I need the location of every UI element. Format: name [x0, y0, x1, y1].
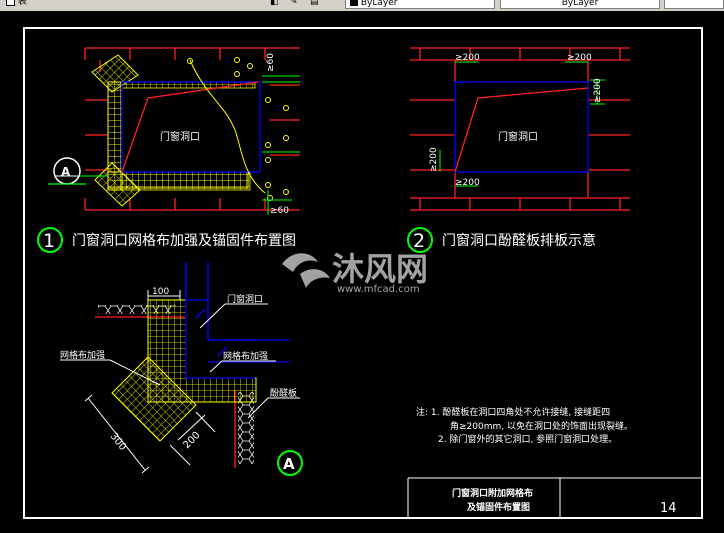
title-1-number: 1	[43, 230, 55, 252]
detail-1-wall-lines	[84, 47, 300, 211]
mesh-diagonal-bottom	[94, 162, 141, 207]
detail-1-group: ≥60 ≥60 门窗洞口 A 1 门窗洞口网格布加强及锚固件布置图	[37, 47, 300, 253]
cad-drawing: ≥60 ≥60 门窗洞口 A 1 门窗洞口网格布加强及锚固件布置图	[23, 27, 703, 519]
board-cut-line-2	[454, 87, 589, 173]
toolbar-left-label: 表	[17, 0, 27, 7]
title-1: 门窗洞口网格布加强及锚固件布置图	[72, 232, 296, 249]
dim-ge200-5: ≥200	[455, 178, 480, 188]
opening-label-1: 门窗洞口	[160, 130, 200, 143]
watermark-brand: 沐风网	[332, 250, 428, 288]
watermark-url: www.mfcad.com	[337, 284, 420, 295]
detail-2-wall-lines	[410, 47, 630, 211]
match-properties-icon[interactable]: ◧	[270, 0, 279, 7]
opening-rect-2	[454, 81, 589, 173]
detail-a-circle	[277, 450, 303, 476]
insulation-right	[238, 392, 254, 464]
dim-ge200-4: ≥200	[429, 147, 439, 172]
lineweight-dropdown[interactable]	[664, 0, 724, 9]
opening-label-3: 门窗洞口	[227, 293, 263, 305]
detail-a-dims	[84, 290, 216, 474]
sheet-title-1: 门窗洞口附加网格布	[452, 487, 533, 499]
layer-manager-icon[interactable]: ▤	[310, 0, 319, 7]
title-1-circle	[37, 227, 63, 253]
detail-a-wall-lines	[185, 262, 290, 379]
dim-ge200-3: ≥200	[593, 78, 603, 103]
dim-ge200-1: ≥200	[455, 53, 480, 63]
detail-a-label: A	[283, 455, 295, 473]
sheet-number: 14	[660, 501, 677, 516]
dim-ge60-top: ≥60	[266, 53, 276, 72]
linetype-dropdown-value: ByLayer	[561, 0, 599, 8]
board-cut-line-1	[121, 81, 259, 173]
sheet-title-2: 及锚固件布置图	[467, 501, 530, 513]
detail-a-group: 100 300 200 门窗洞口 网格布加强 网格布加强 酚醛板 A	[60, 262, 303, 476]
detail-1-dims	[262, 75, 300, 215]
layer-tool-icon[interactable]: ✎	[290, 0, 298, 7]
watermark-logo	[282, 253, 318, 272]
board-joint-curve	[189, 59, 266, 194]
toolbar-layer-control[interactable]: 表	[2, 0, 31, 9]
detail-a-leaders	[60, 303, 300, 419]
mesh-diagonal-top	[91, 54, 139, 93]
dim-ge60-bottom: ≥60	[270, 206, 289, 216]
mesh-label-2: 网格布加强	[223, 350, 268, 362]
model-space-canvas[interactable]: ≥60 ≥60 门窗洞口 A 1 门窗洞口网格布加强及锚固件布置图	[0, 11, 724, 533]
title-2: 门窗洞口酚醛板排板示意	[442, 232, 596, 249]
linetype-dropdown[interactable]: ByLayer	[500, 0, 660, 9]
color-dropdown[interactable]: ByLayer	[345, 0, 495, 9]
watermark: 沐风网 www.mfcad.com	[282, 250, 428, 295]
color-swatch-icon	[350, 0, 358, 6]
opening-label-2: 门窗洞口	[498, 130, 538, 143]
insulation-top	[98, 305, 176, 314]
title-block: 门窗洞口附加网格布 及锚固件布置图 14	[407, 477, 702, 518]
mesh-label-1: 网格布加强	[60, 349, 105, 361]
mesh-diagonal-a	[111, 356, 197, 442]
sheet-border	[23, 27, 703, 519]
opening-rect-1	[121, 81, 261, 173]
title-2-number: 2	[413, 230, 425, 252]
layer-color-swatch	[6, 0, 15, 6]
anchor-markers	[187, 57, 289, 201]
color-dropdown-value: ByLayer	[360, 0, 398, 8]
note-2: 2. 除门窗外的其它洞口, 参照门窗洞口处理。	[438, 433, 617, 445]
dim-300: 300	[108, 431, 128, 453]
dim-100: 100	[152, 287, 169, 297]
detail-2-dims	[439, 61, 605, 187]
dim-ge200-2: ≥200	[567, 53, 592, 63]
dim-200: 200	[181, 430, 202, 451]
title-2-circle	[407, 227, 433, 253]
notes-group: 注: 1. 酚醛板在洞口四角处不允许接缝, 接缝距四 角≥200mm, 以免在洞…	[416, 406, 633, 445]
svg-text:A: A	[61, 165, 71, 179]
note-1: 注: 1. 酚醛板在洞口四角处不允许接缝, 接缝距四	[416, 406, 610, 418]
detail-a-marker-left: A	[48, 157, 108, 185]
detail-2-group: ≥200 ≥200 ≥200 ≥200 ≥200 门窗洞口 2 门窗洞口酚醛板排…	[407, 47, 630, 253]
board-label: 酚醛板	[270, 387, 297, 399]
note-1b: 角≥200mm, 以免在洞口处的饰面出现裂缝。	[450, 420, 633, 432]
